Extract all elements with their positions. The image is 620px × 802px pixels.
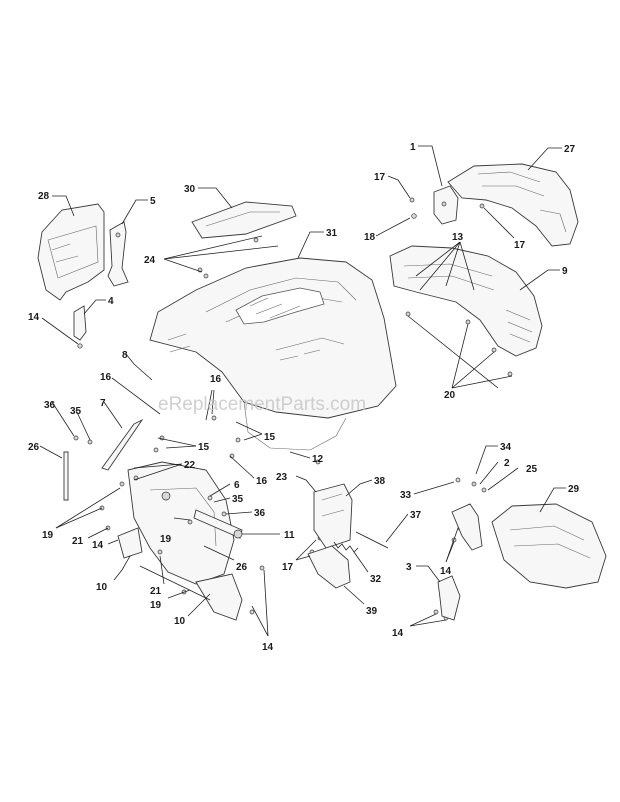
callout-8: 8 (122, 350, 128, 361)
leader-lines (39, 145, 566, 637)
callout-6: 6 (234, 480, 240, 491)
part-17-screw-a[interactable] (409, 197, 415, 203)
callout-14: 14 (392, 628, 404, 639)
callout-15: 15 (264, 432, 276, 443)
callout-12: 12 (312, 454, 324, 465)
callout-21: 21 (150, 586, 162, 597)
callout-19: 19 (42, 530, 54, 541)
callout-2: 2 (504, 458, 510, 469)
callout-39: 39 (366, 606, 378, 617)
part-14-screw[interactable] (77, 343, 83, 349)
callout-26: 26 (28, 442, 40, 453)
part-5-bracket[interactable] (107, 221, 129, 287)
watermark-text: eReplacementParts.com (158, 394, 366, 415)
part-2-bracket[interactable] (451, 503, 483, 551)
callout-22: 22 (184, 460, 196, 471)
callout-10: 10 (96, 582, 108, 593)
callout-15: 15 (198, 442, 210, 453)
callout-4: 4 (108, 296, 114, 307)
callout-1: 1 (410, 142, 416, 153)
callout-9: 9 (562, 266, 568, 277)
part-10-bracket-b[interactable] (195, 573, 243, 621)
callout-25: 25 (526, 464, 538, 475)
callout-5: 5 (150, 196, 156, 207)
callout-14: 14 (28, 312, 40, 323)
callout-34: 34 (500, 442, 512, 453)
callout-28: 28 (38, 191, 50, 202)
part-7-rod[interactable] (101, 418, 144, 471)
callout-35: 35 (232, 494, 244, 505)
part-30-cover[interactable] (191, 201, 297, 239)
callout-14: 14 (440, 566, 452, 577)
part-37-rod[interactable] (355, 531, 389, 549)
part-39-plate[interactable] (307, 545, 351, 589)
callout-31: 31 (326, 228, 338, 239)
callout-26: 26 (236, 562, 248, 573)
callout-16: 16 (100, 372, 112, 383)
callout-33: 33 (400, 490, 412, 501)
part-1-bracket[interactable] (433, 185, 459, 225)
callout-labels: 28 5 30 24 31 1 27 17 18 17 13 9 4 14 8 … (28, 142, 580, 653)
callout-11: 11 (284, 530, 295, 541)
callout-38: 38 (374, 476, 386, 487)
callout-13: 13 (452, 232, 464, 243)
part-11-axle[interactable] (193, 509, 243, 539)
part-10-bracket-a[interactable] (117, 527, 143, 559)
callout-19: 19 (150, 600, 162, 611)
callout-16: 16 (256, 476, 268, 487)
callout-32: 32 (370, 574, 382, 585)
callout-17: 17 (282, 562, 294, 573)
callout-17: 17 (514, 240, 526, 251)
callout-29: 29 (568, 484, 580, 495)
callout-37: 37 (410, 510, 422, 521)
callout-27: 27 (564, 144, 576, 155)
callout-21: 21 (72, 536, 84, 547)
part-31-hood[interactable] (149, 257, 397, 451)
part-38-bracket[interactable] (313, 483, 353, 549)
callout-36: 36 (44, 400, 56, 411)
callout-36: 36 (254, 508, 266, 519)
part-27-duct[interactable] (447, 163, 579, 247)
part-frame-bracket[interactable] (127, 461, 235, 585)
callout-23: 23 (276, 472, 288, 483)
part-28-dash-panel[interactable] (37, 203, 105, 301)
part-3-bracket[interactable] (437, 575, 461, 621)
callout-14: 14 (262, 642, 274, 653)
part-9-grille[interactable] (389, 245, 543, 357)
callout-24: 24 (144, 255, 156, 266)
part-rod-lower[interactable] (139, 565, 211, 601)
callout-20: 20 (444, 390, 456, 401)
callout-7: 7 (100, 398, 106, 409)
part-26-rod-a[interactable] (63, 451, 69, 501)
callout-3: 3 (406, 562, 412, 573)
callout-19: 19 (160, 534, 172, 545)
callout-10: 10 (174, 616, 186, 627)
part-4-bracket[interactable] (73, 305, 87, 341)
callout-16: 16 (210, 374, 222, 385)
part-18-washer[interactable] (411, 213, 417, 219)
callout-30: 30 (184, 184, 196, 195)
callout-18: 18 (364, 232, 376, 243)
part-29-side-panel[interactable] (491, 503, 607, 589)
callout-17: 17 (374, 172, 386, 183)
callout-14: 14 (92, 540, 104, 551)
callout-35: 35 (70, 406, 82, 417)
